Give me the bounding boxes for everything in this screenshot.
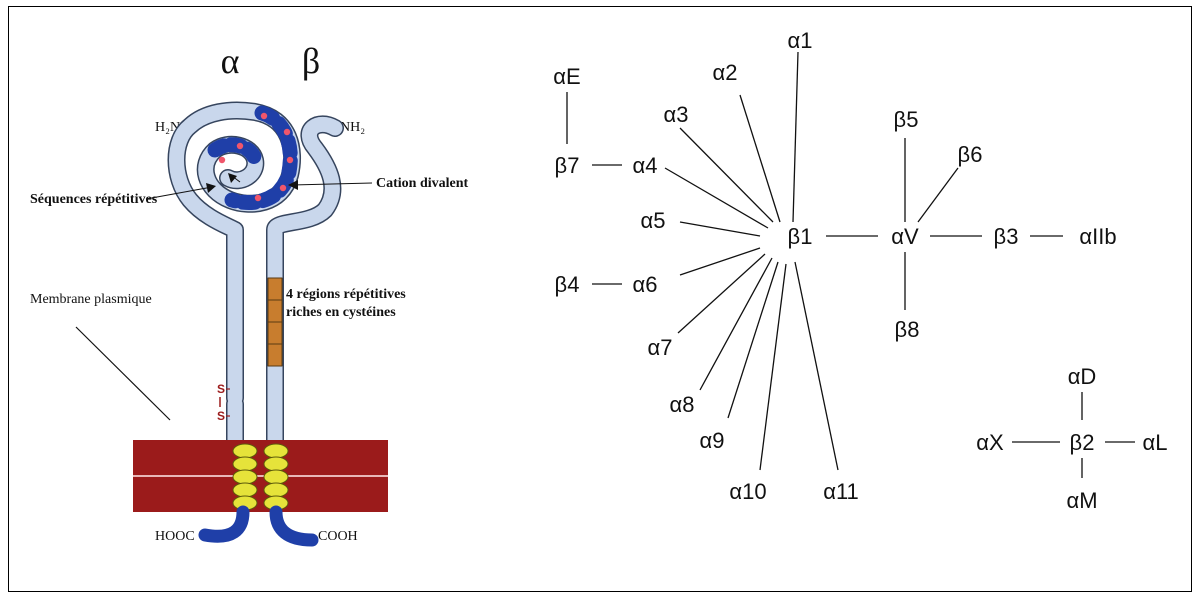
node-b4: β4 [555,272,580,297]
node-a6: α6 [633,272,658,297]
network-links [566,51,1135,478]
cation-label: Cation divalent [376,176,469,191]
cysteine-repeat-3 [267,321,283,345]
node-a3: α3 [664,102,689,127]
node-a1: α1 [788,28,813,53]
node-b6: β6 [958,142,983,167]
node-b2: β2 [1070,430,1095,455]
cysteine-regions-line2: riches en cystéines [286,305,396,320]
cysteine-repeat-1 [267,277,283,301]
cysteine-regions-line1: 4 régions répétitives [286,287,406,302]
node-b7: β7 [555,153,580,178]
node-aM: αM [1066,488,1097,513]
beta-heading: β [302,41,320,81]
transmembrane-helices [232,443,289,511]
node-b5: β5 [894,107,919,132]
nh2-label: NH₂ [340,120,365,135]
cytoplasmic-tails [198,505,319,547]
membrane-label: Membrane plasmique [30,292,152,307]
cysteine-repeat-4 [267,343,283,367]
alpha-subunit [167,101,302,449]
node-a10: α10 [729,479,766,504]
sequences-label: Séquences répétitives [30,192,158,207]
repetitive-domain-segments [224,105,298,210]
beta-chain-fill [267,116,343,448]
node-a5: α5 [641,208,666,233]
node-aD: αD [1068,364,1097,389]
membrane-pointer [75,326,171,421]
node-aV: αV [891,224,919,249]
h2n-label: H₂N [155,120,180,135]
integrin-structure: α β H₂N NH₂ [30,41,469,547]
node-aX: αX [976,430,1004,455]
network-nodes: αE β7 α4 α1 α2 α3 α5 β1 αV β3 αIIb β5 β6… [553,28,1167,513]
node-a7: α7 [648,335,673,360]
cysteine-repeat-2 [267,299,283,323]
integrin-network: αE β7 α4 α1 α2 α3 α5 β1 αV β3 αIIb β5 β6… [553,28,1167,513]
node-a9: α9 [700,428,725,453]
node-b3: β3 [994,224,1019,249]
node-aIIb: αIIb [1079,224,1116,249]
node-a2: α2 [713,60,738,85]
cooh-label: COOH [318,529,358,544]
disulfide-s-top: S [217,382,225,396]
cation-dots [218,112,294,202]
beta-subunit [266,115,344,449]
plasma-membrane [133,440,388,512]
node-aE: αE [553,64,580,89]
node-b8: β8 [895,317,920,342]
alpha-heading: α [221,41,240,81]
node-b1: β1 [788,224,813,249]
node-a8: α8 [670,392,695,417]
node-a11: α11 [823,479,859,504]
disulfide-s-bottom: S [217,409,225,423]
node-aL: αL [1143,430,1168,455]
hooc-label: HOOC [155,529,195,544]
node-a4: α4 [633,153,658,178]
